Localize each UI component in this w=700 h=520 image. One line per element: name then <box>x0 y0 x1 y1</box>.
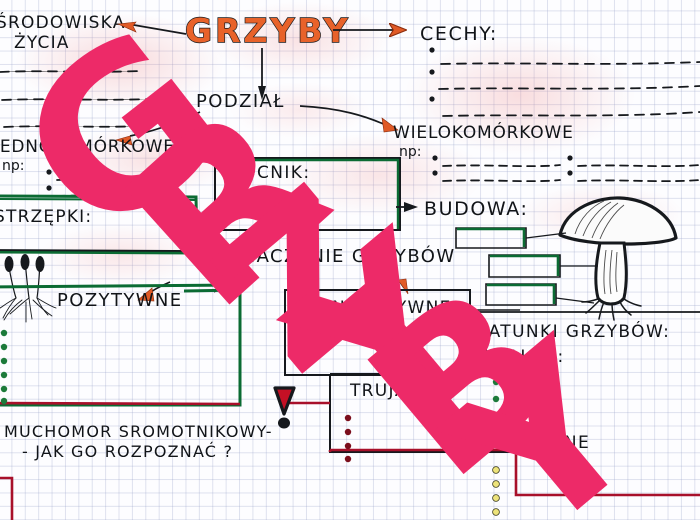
node-gatunki-label: GATUNKI GRZYBÓW: <box>474 320 670 342</box>
branch-podzial-right <box>299 105 389 127</box>
node-pozytywne-label: POZYTYWNE <box>57 290 183 311</box>
branch-podzial-left <box>129 111 201 137</box>
cechy-dashed-lines <box>438 61 700 117</box>
node-cechy-label: CECHY: <box>420 23 498 45</box>
svg-text:GRZYBY: GRZYBY <box>185 11 351 50</box>
node-negatywne-label: NEGATYWNE <box>332 298 452 318</box>
wielokomorkowe-bullets <box>432 155 573 176</box>
arrowhead-podzial <box>258 86 266 100</box>
node-jadalne-label: JADALNE: <box>473 347 565 367</box>
warning-triangle-icon <box>273 386 296 429</box>
muchomor-red-box-edge <box>0 476 14 520</box>
jednokomorkowe-dashed-lines <box>56 178 183 198</box>
wielokomorkowe-dashed-lines <box>442 164 700 183</box>
arrowhead-srodowiska <box>116 21 137 33</box>
line-title-to-srodowiska <box>127 23 187 35</box>
trujace-bullets <box>344 414 352 463</box>
arrowhead-budowa <box>404 202 418 212</box>
jednokomorkowe-bullets <box>46 169 52 191</box>
node-niejadalne-label: NIEJADALNE <box>474 433 590 453</box>
negatywne-bullets <box>306 329 314 363</box>
node-podzial-label: PODZIAŁ <box>196 91 285 112</box>
arrowhead-wielokomorkowe <box>381 117 399 133</box>
node-muchomor-line2: - JAK GO ROZPOZNAĆ ? <box>22 442 233 461</box>
page-title: GRZYBY <box>184 10 351 50</box>
budowa-part-box-3 <box>485 283 595 306</box>
node-trujace-box <box>282 373 517 453</box>
node-strzepki-box <box>0 194 199 255</box>
node-wielokomorkowe-sub: np: <box>399 144 421 160</box>
node-pozytywne-box <box>0 283 242 407</box>
srodowiska-dashed-lines <box>0 70 151 128</box>
arrowhead-jednokomorkowe <box>114 135 133 146</box>
node-wielokomorkowe-label: WIELOKOMÓRKOWE <box>393 121 574 143</box>
node-zarodnik-box <box>214 157 401 231</box>
node-trujace-label: TRUJĄCE <box>349 381 433 401</box>
node-zarodnik-label: ROCNIK: <box>229 163 310 183</box>
pozytywne-bullets <box>0 329 8 405</box>
node-srodowiska-line2: ŻYCIA <box>14 32 70 53</box>
node-strzepki-label: STRZĘPKI: <box>0 207 92 227</box>
niejadalne-bullets <box>492 466 500 516</box>
node-jednokomorkowe-sub: np: <box>2 158 24 174</box>
mushroom-diagram <box>558 196 678 321</box>
budowa-part-boxes <box>455 227 598 306</box>
cechy-bullets <box>429 47 435 102</box>
node-jednokomorkowe-label: JEDNOKOMÓRKOWE <box>0 135 175 157</box>
jadalne-bullets <box>492 378 500 420</box>
budowa-part-box-1 <box>455 227 567 249</box>
node-znaczenie-label: ZNACZENIE GRZYBÓW <box>228 245 456 267</box>
arrowhead-negatywne <box>397 278 409 295</box>
node-muchomor-line1: MUCHOMOR SROMOTNIKOWY- <box>4 422 273 441</box>
arrowhead-pozytywne <box>137 287 155 302</box>
bottom-red-edge <box>514 452 700 497</box>
node-srodowiska-line1: ŚRODOWISKA <box>0 11 126 33</box>
budowa-part-box-2 <box>488 254 598 278</box>
node-budowa-label: BUDOWA: <box>424 198 529 220</box>
